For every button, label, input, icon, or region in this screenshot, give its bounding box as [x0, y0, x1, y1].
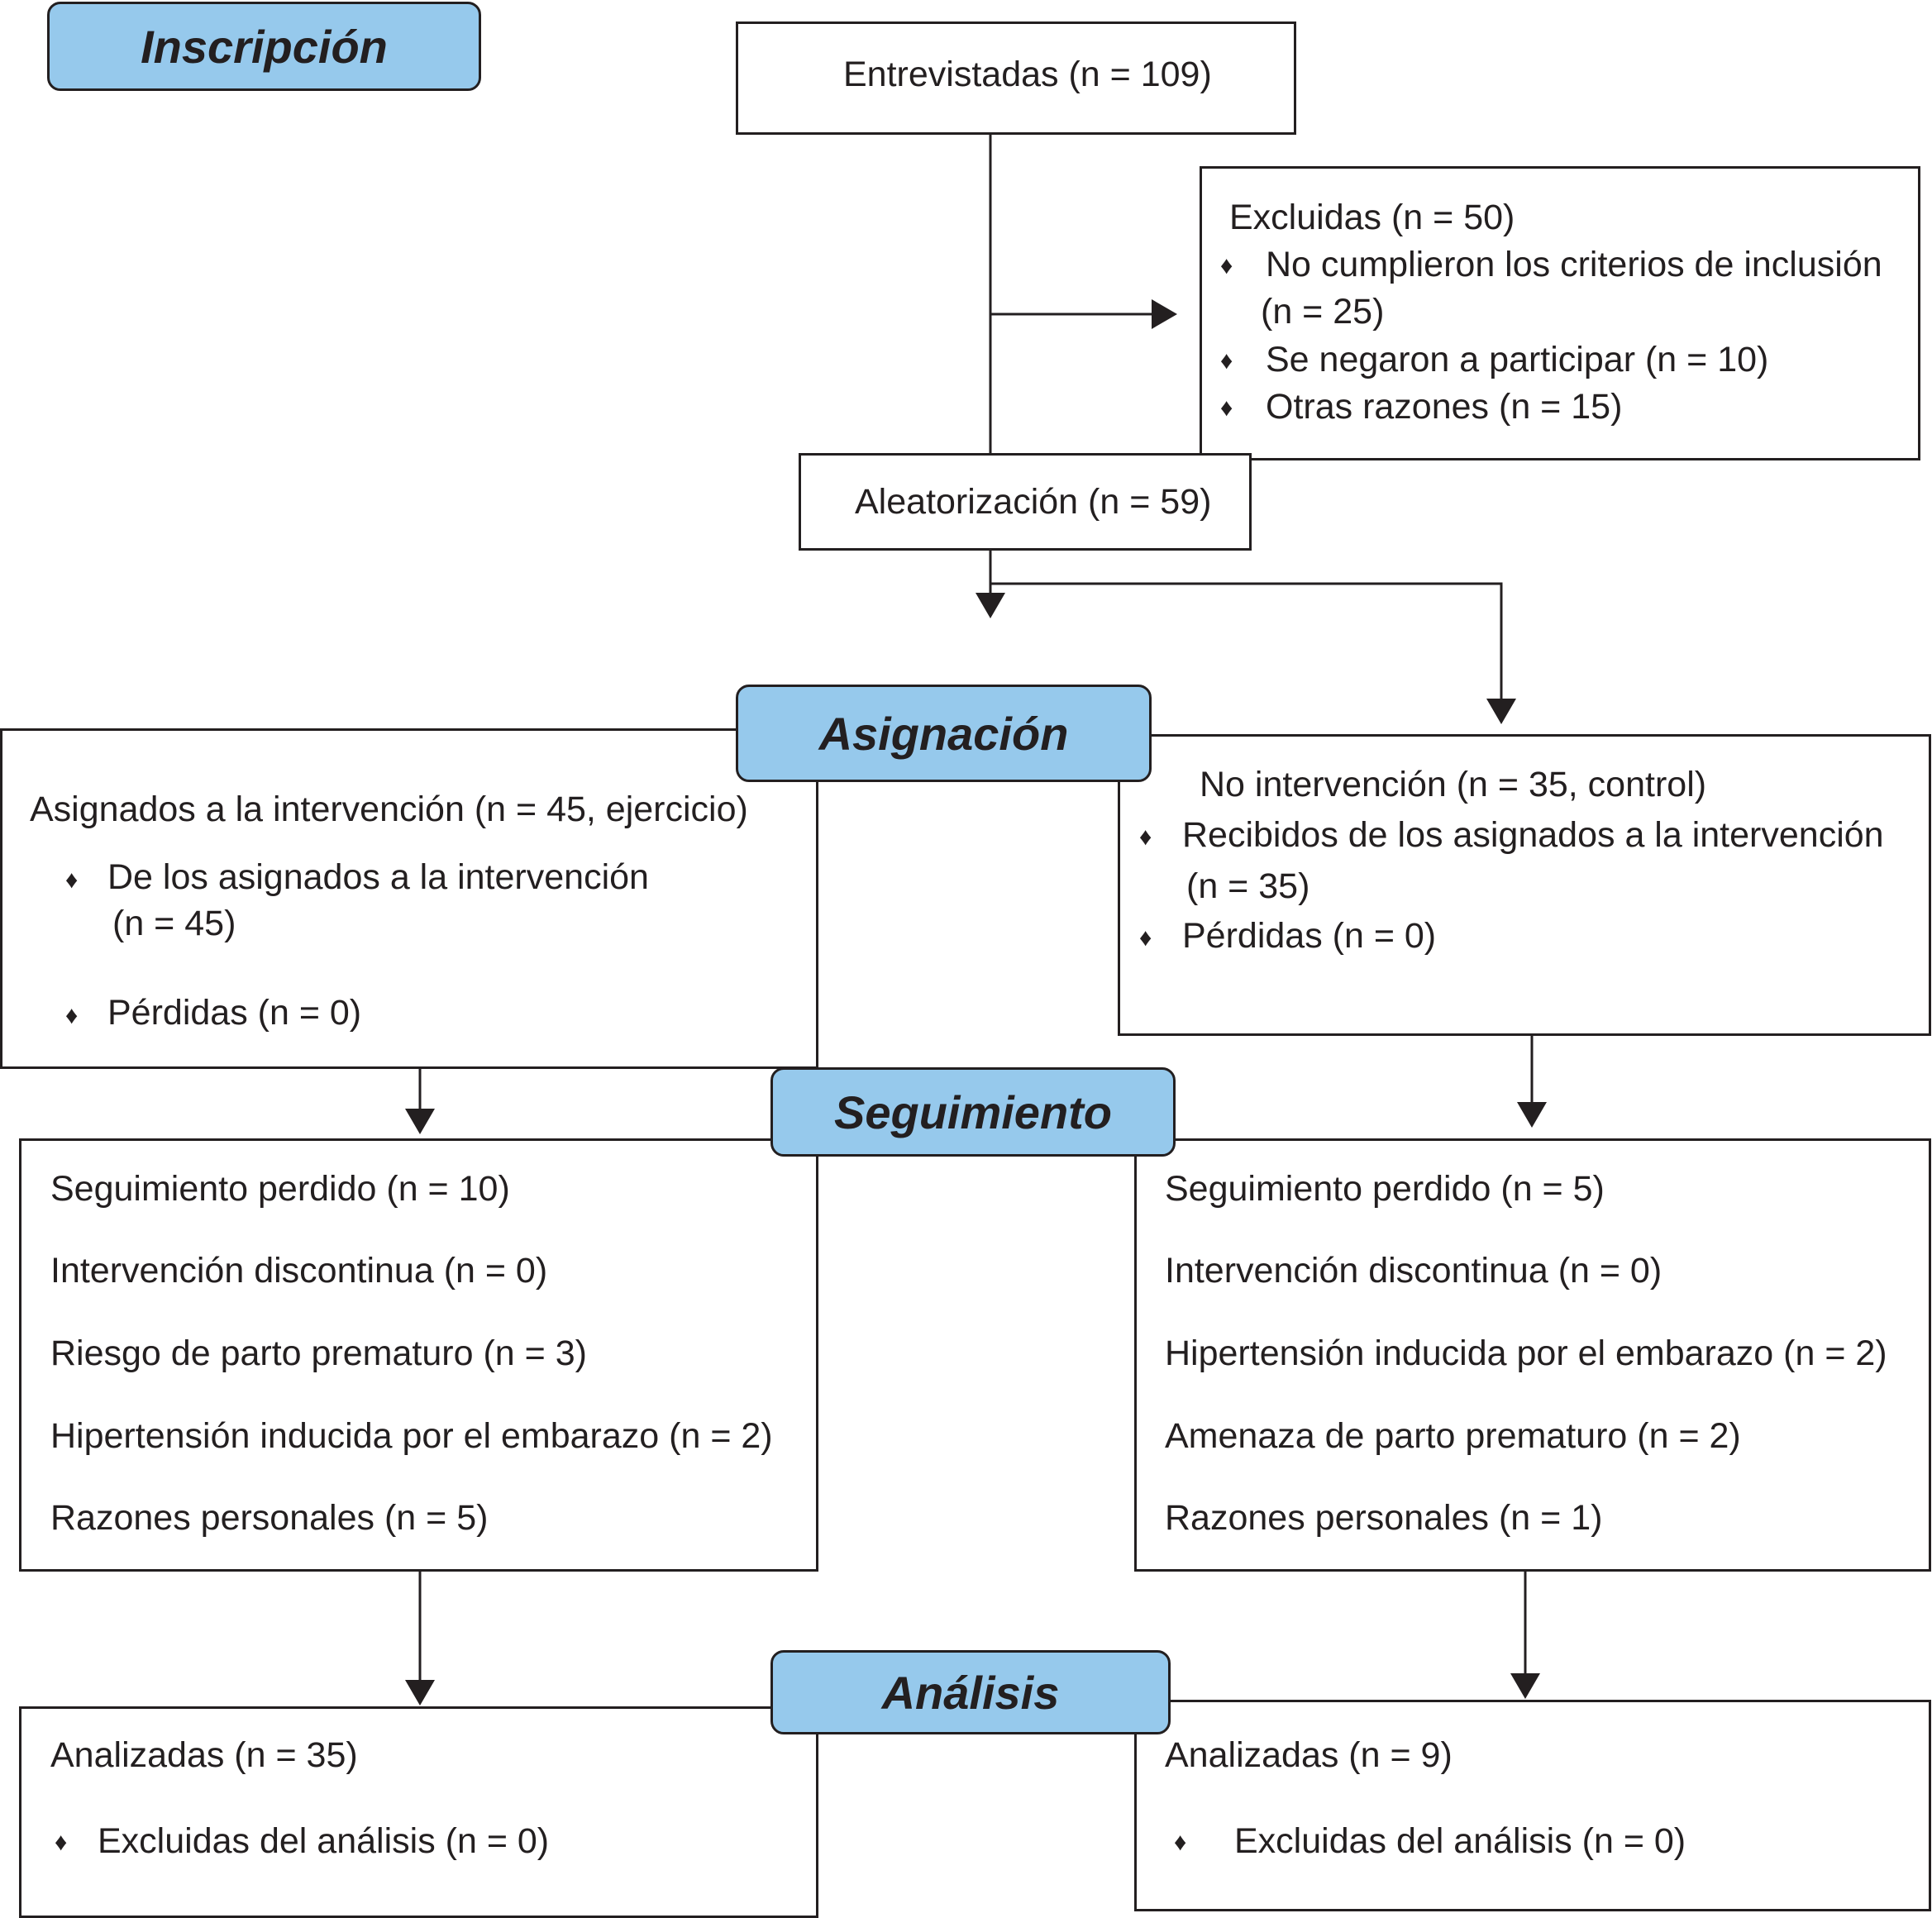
arrowhead — [976, 593, 1005, 618]
stage-label-analysis-text: Análisis — [881, 1666, 1060, 1719]
stage-label-allocation: Asignación — [736, 685, 1152, 782]
stage-label-follow-up-text: Seguimiento — [833, 1085, 1113, 1138]
control-followup-item-5: Razones personales (n = 1) — [1165, 1498, 1603, 1538]
excluded-title: Excluidas (n = 50) — [1229, 198, 1515, 237]
stage-label-follow-up: Seguimiento — [770, 1067, 1176, 1157]
arrowhead — [1486, 699, 1516, 724]
control-followup-item-3: Hipertensión inducida por el embarazo (n… — [1165, 1334, 1887, 1373]
intervention-item-1-line1: De los asignados a la intervención — [107, 857, 649, 897]
interviewed-box: Entrevistadas (n = 109) — [736, 21, 1296, 135]
arrowhead — [405, 1680, 435, 1706]
intervention-followup-item-3: Riesgo de parto prematuro (n = 3) — [50, 1334, 587, 1373]
control-analysis-box: Analizadas (n = 9) ♦ Excluidas del análi… — [1134, 1700, 1931, 1911]
excluded-item-2: Se negaron a participar (n = 10) — [1266, 340, 1769, 379]
stage-label-analysis: Análisis — [770, 1650, 1171, 1734]
stage-label-enrollment-text: Inscripción — [141, 20, 388, 73]
intervention-followup-item-1: Seguimiento perdido (n = 10) — [50, 1169, 510, 1209]
control-analysis-item: Excluidas del análisis (n = 0) — [1234, 1821, 1686, 1861]
control-item-1-line2: (n = 35) — [1186, 866, 1310, 906]
bullet-icon: ♦ — [1174, 1829, 1187, 1856]
excluded-item-3: Otras razones (n = 15) — [1266, 387, 1623, 427]
stage-label-enrollment: Inscripción — [47, 2, 481, 91]
randomized-text: Aleatorización (n = 59) — [855, 482, 1212, 522]
intervention-title: Asignados a la intervención (n = 45, eje… — [30, 790, 748, 829]
arrowhead — [1152, 299, 1177, 329]
bullet-icon: ♦ — [1139, 924, 1152, 952]
intervention-followup-box: Seguimiento perdido (n = 10) Intervenció… — [19, 1138, 818, 1572]
bullet-icon: ♦ — [1220, 347, 1233, 375]
stage-label-allocation-text: Asignación — [818, 707, 1069, 760]
randomized-box: Aleatorización (n = 59) — [799, 453, 1252, 551]
intervention-analysis-item: Excluidas del análisis (n = 0) — [98, 1821, 550, 1861]
control-item-1-line1: Recibidos de los asignados a la interven… — [1182, 815, 1884, 855]
bullet-icon: ♦ — [1139, 823, 1152, 851]
control-followup-item-4: Amenaza de parto prematuro (n = 2) — [1165, 1416, 1741, 1456]
bullet-icon: ♦ — [1220, 394, 1233, 422]
intervention-followup-item-4: Hipertensión inducida por el embarazo (n… — [50, 1416, 773, 1456]
intervention-allocation-box: Asignados a la intervención (n = 45, eje… — [0, 728, 818, 1069]
control-title: No intervención (n = 35, control) — [1200, 765, 1707, 804]
intervention-item-1-line2: (n = 45) — [112, 904, 236, 943]
bullet-icon: ♦ — [55, 1829, 68, 1856]
bullet-icon: ♦ — [1220, 252, 1233, 279]
connector-randomized-to-control — [990, 582, 1503, 699]
control-followup-item-1: Seguimiento perdido (n = 5) — [1165, 1169, 1605, 1209]
interviewed-text: Entrevistadas (n = 109) — [843, 55, 1212, 94]
arrowhead — [405, 1109, 435, 1134]
control-followup-item-2: Intervención discontinua (n = 0) — [1165, 1251, 1662, 1291]
arrowhead — [1510, 1673, 1540, 1699]
bullet-icon: ♦ — [65, 866, 79, 894]
intervention-item-2: Pérdidas (n = 0) — [107, 993, 362, 1033]
arrowhead — [1517, 1102, 1547, 1128]
excluded-item-1-line1: No cumplieron los criterios de inclusión — [1266, 245, 1882, 284]
excluded-box: Excluidas (n = 50) ♦ No cumplieron los c… — [1200, 166, 1920, 460]
control-analysis-title: Analizadas (n = 9) — [1165, 1735, 1453, 1775]
intervention-followup-item-2: Intervención discontinua (n = 0) — [50, 1251, 548, 1291]
intervention-analysis-title: Analizadas (n = 35) — [50, 1735, 358, 1775]
intervention-followup-item-5: Razones personales (n = 5) — [50, 1498, 489, 1538]
control-item-2: Pérdidas (n = 0) — [1182, 916, 1437, 956]
excluded-item-1-line2: (n = 25) — [1261, 292, 1385, 332]
intervention-analysis-box: Analizadas (n = 35) ♦ Excluidas del anál… — [19, 1706, 818, 1918]
control-followup-box: Seguimiento perdido (n = 5) Intervención… — [1134, 1138, 1931, 1572]
bullet-icon: ♦ — [65, 1002, 79, 1029]
control-allocation-box: No intervención (n = 35, control) ♦ Reci… — [1118, 734, 1931, 1036]
